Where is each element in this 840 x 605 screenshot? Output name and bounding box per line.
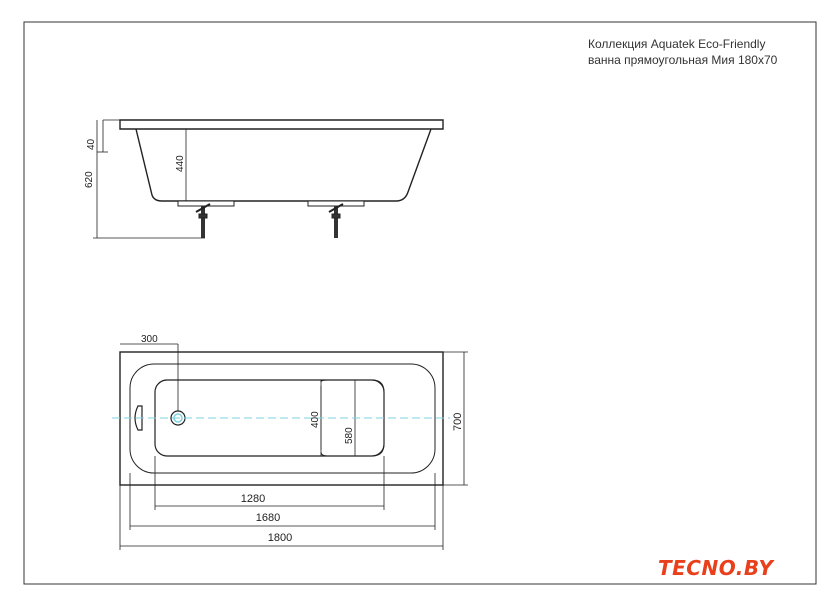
- dim-label-700: 700: [452, 413, 464, 431]
- side-view: [93, 119, 444, 239]
- brand-logo[interactable]: TECNO.BY: [658, 556, 774, 580]
- bathtub-body: [135, 128, 432, 202]
- dim-label-40: 40: [86, 138, 97, 150]
- foot-plate-right: [307, 200, 365, 207]
- drawing-title-collection: Коллекция Aquatek Eco-Friendly: [588, 37, 766, 51]
- leg-left: [195, 203, 211, 238]
- drawing-frame: [23, 21, 817, 585]
- bathtub-rim: [119, 119, 444, 130]
- dim-label-1800: 1800: [268, 532, 292, 544]
- dim-label-440: 440: [175, 155, 186, 172]
- dim-label-300: 300: [141, 334, 158, 345]
- dim-label-1280: 1280: [241, 493, 265, 505]
- top-view: [119, 343, 468, 550]
- dim-label-400: 400: [310, 411, 321, 428]
- dim-label-1680: 1680: [256, 512, 280, 524]
- dim-label-580: 580: [344, 427, 355, 444]
- leg-right: [328, 203, 344, 238]
- drawing-title-model: ванна прямоугольная Мия 180x70: [588, 53, 778, 67]
- overflow-fitting: [134, 405, 143, 431]
- dim-label-620: 620: [84, 171, 95, 188]
